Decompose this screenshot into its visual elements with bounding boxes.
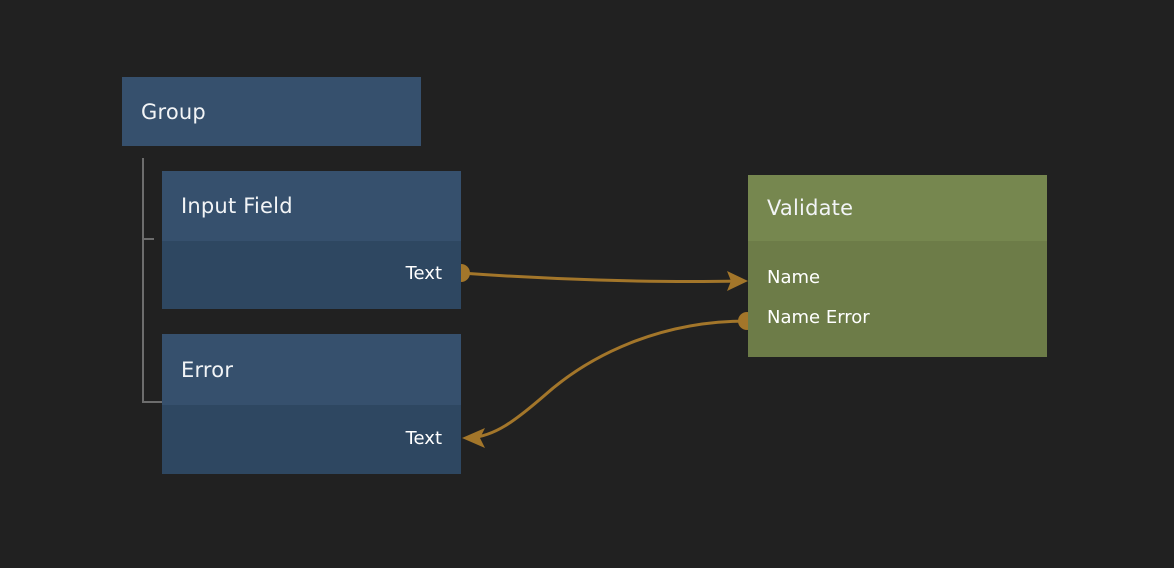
node-validate-header[interactable]: Validate [748, 175, 1047, 241]
port-input-field-text[interactable]: Text [406, 263, 442, 284]
group-bracket-tick-error [142, 401, 162, 403]
node-input-field-header[interactable]: Input Field [162, 171, 461, 241]
node-group-title: Group [141, 99, 206, 124]
wire-input-field-text-to-validate-name [460, 271, 741, 284]
node-input-field[interactable]: Input Field Text [162, 171, 461, 309]
node-error[interactable]: Error Text [162, 334, 461, 474]
node-group[interactable]: Group [122, 77, 421, 146]
arrowhead-error-text [462, 428, 485, 448]
port-validate-name[interactable]: Name [767, 267, 820, 288]
group-bracket-tick-input-field [142, 238, 154, 240]
node-input-field-title: Input Field [181, 194, 293, 218]
wire-validate-name-error-to-error-text [469, 319, 748, 440]
node-error-header[interactable]: Error [162, 334, 461, 405]
node-validate[interactable]: Validate Name Name Error [748, 175, 1047, 357]
node-validate-body: Name Name Error [748, 241, 1047, 357]
port-error-text-label: Text [405, 428, 442, 449]
node-error-body: Text [162, 405, 461, 474]
node-input-field-body: Text [162, 241, 461, 309]
port-validate-name-error-label: Name Error [767, 307, 870, 328]
port-input-field-text-label: Text [405, 263, 442, 284]
port-validate-name-error[interactable]: Name Error [767, 307, 870, 328]
node-validate-title: Validate [767, 196, 854, 220]
node-error-title: Error [181, 357, 234, 382]
arrowhead-validate-name [727, 271, 748, 291]
port-validate-name-label: Name [767, 267, 821, 288]
group-bracket [142, 158, 144, 402]
node-group-header[interactable]: Group [122, 77, 421, 146]
port-error-text[interactable]: Text [406, 428, 442, 449]
